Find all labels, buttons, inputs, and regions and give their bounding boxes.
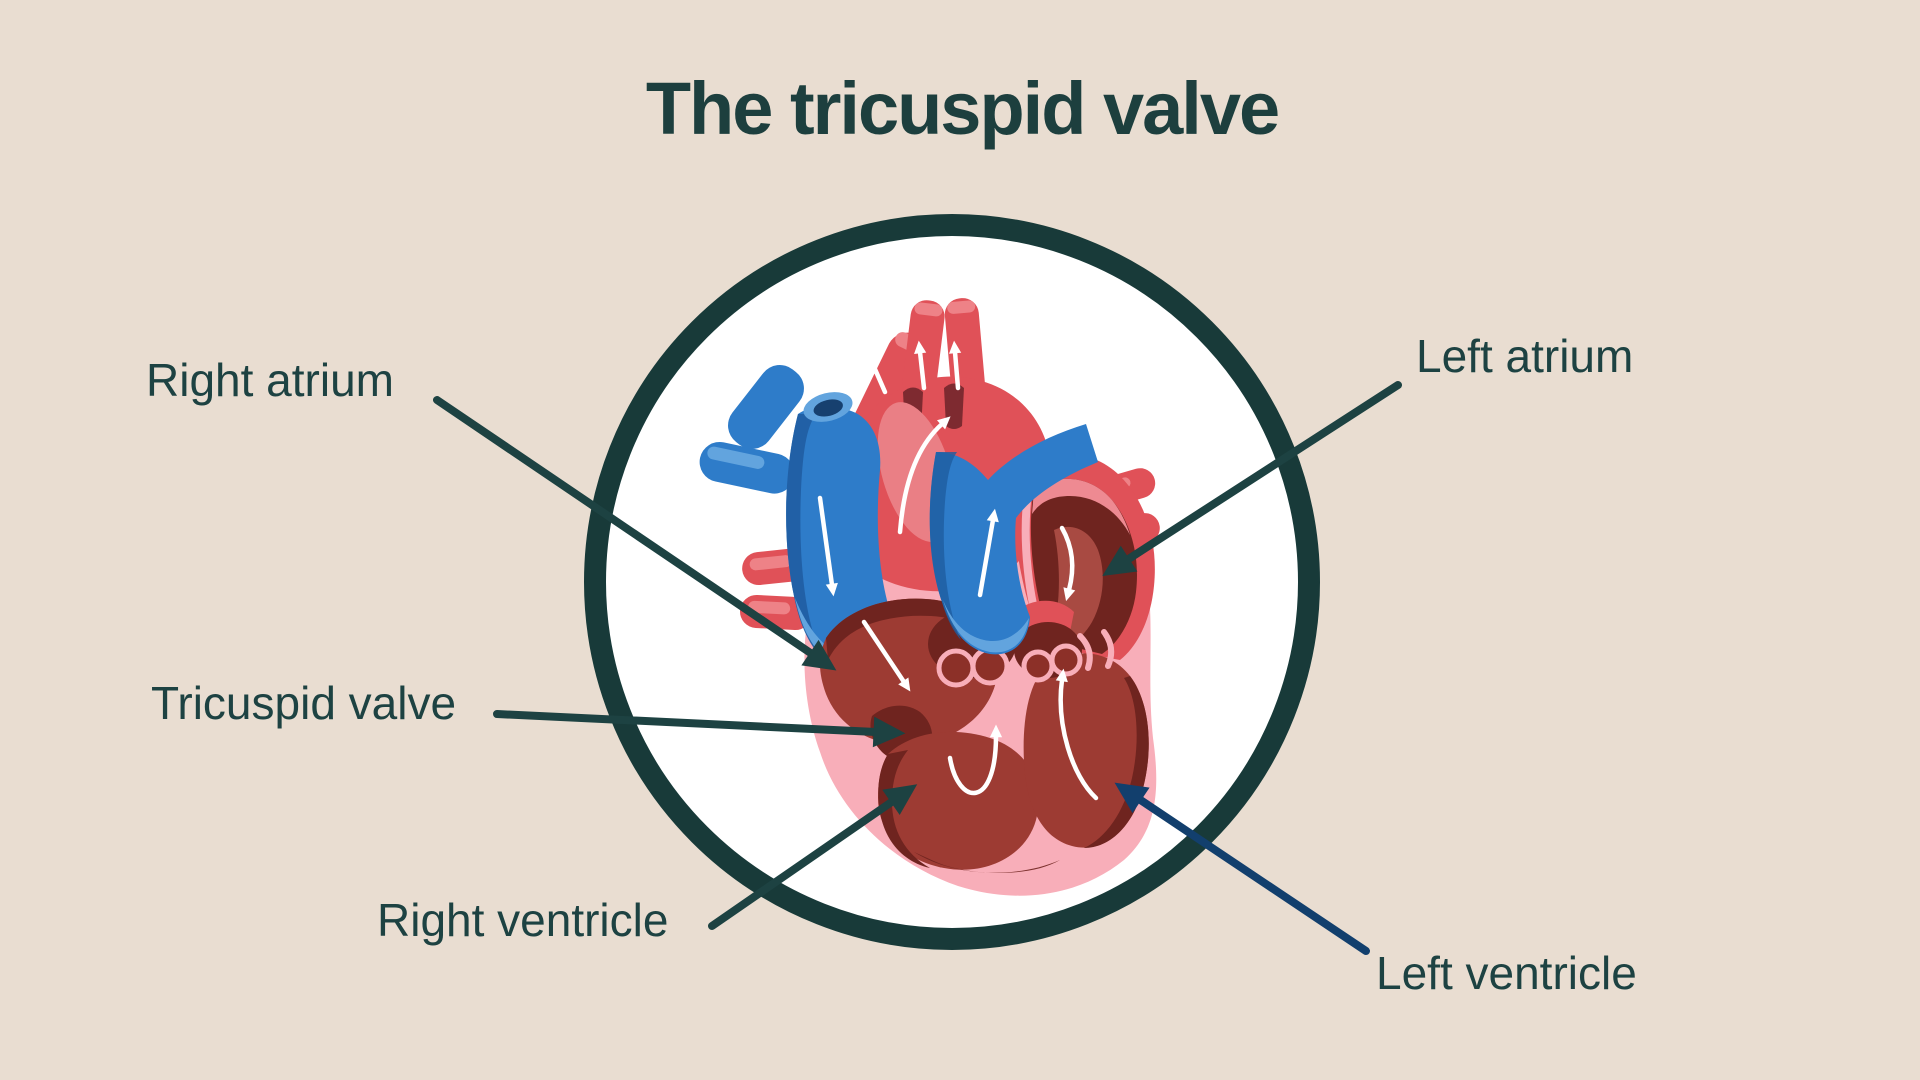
flow-arrow-pulmonary — [977, 508, 999, 598]
label-left-atrium: Left atrium — [1416, 330, 1633, 382]
blood-flow-arrows — [817, 340, 1099, 801]
leader-line-left-atrium — [1102, 381, 1402, 576]
labels: Right atrium Left atrium Tricuspid valve… — [146, 330, 1637, 999]
flow-arrow-left-atrium — [1059, 525, 1076, 602]
leader-line-right-ventricle — [708, 784, 918, 930]
flow-arrow-left-ventricle — [1055, 668, 1099, 801]
pulmonary-artery — [929, 424, 1098, 655]
label-left-ventricle: Left ventricle — [1376, 947, 1637, 999]
valve-cusps — [928, 600, 1115, 688]
flow-arrow-aorta-branch-3 — [949, 340, 962, 391]
pulmonary-vein-stubs-left — [740, 547, 814, 631]
heart-illustration — [699, 298, 1160, 896]
leader-lines — [433, 381, 1402, 955]
page-title: The tricuspid valve — [646, 67, 1278, 150]
label-tricuspid-valve: Tricuspid valve — [151, 677, 456, 729]
flow-arrow-right-ventricle — [947, 724, 1003, 796]
label-right-atrium: Right atrium — [146, 354, 394, 406]
flow-arrow-aorta — [897, 416, 951, 535]
flow-arrow-vena-cava — [817, 495, 838, 597]
flow-arrow-aorta-branch-1 — [865, 349, 888, 395]
left-ventricle-chamber — [1023, 653, 1149, 848]
label-right-ventricle: Right ventricle — [377, 894, 668, 946]
flow-arrow-right-atrium — [861, 619, 911, 692]
right-ventricle-chamber — [878, 731, 1039, 870]
leader-line-tricuspid-valve — [493, 710, 906, 748]
leader-line-right-atrium — [433, 396, 837, 671]
flow-arrow-aorta-branch-2 — [914, 340, 927, 391]
leader-line-left-ventricle — [1114, 782, 1370, 955]
